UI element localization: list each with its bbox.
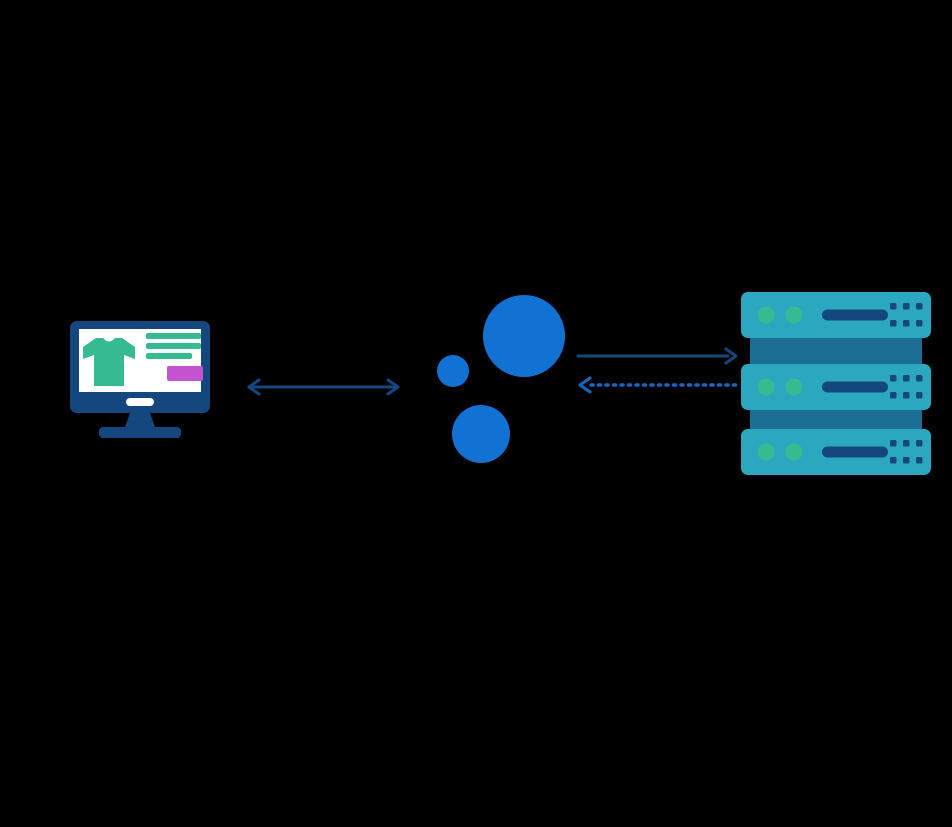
- client-computer: [70, 321, 210, 438]
- cluster-circle-large: [483, 295, 565, 377]
- server-stack: [741, 292, 931, 475]
- arrowhead-right-icon: [724, 347, 738, 365]
- tshirt-icon: [83, 338, 135, 386]
- circle-cluster: [437, 295, 565, 463]
- server-unit: [741, 429, 931, 475]
- client-hub-bidirectional-arrow: [247, 378, 400, 396]
- arrowhead-left-icon: [247, 378, 261, 396]
- monitor-chin-slot: [126, 398, 154, 406]
- server-unit: [741, 364, 931, 410]
- screen-text-line: [146, 353, 192, 359]
- screen-button-block: [167, 366, 203, 381]
- server-unit: [741, 292, 931, 338]
- monitor-stand-neck: [125, 413, 155, 427]
- servers-to-hub-dotted-arrow: [578, 376, 738, 394]
- arrowhead-left-icon: [578, 376, 592, 394]
- cluster-circle-small: [437, 355, 469, 387]
- cluster-circle-medium: [452, 405, 510, 463]
- connection-arrows: [247, 347, 738, 396]
- monitor-stand-base: [99, 427, 181, 438]
- screen-text-line: [146, 333, 201, 339]
- screen-text-line: [146, 343, 201, 349]
- hub-to-servers-arrow: [576, 347, 738, 365]
- arrowhead-right-icon: [386, 378, 400, 396]
